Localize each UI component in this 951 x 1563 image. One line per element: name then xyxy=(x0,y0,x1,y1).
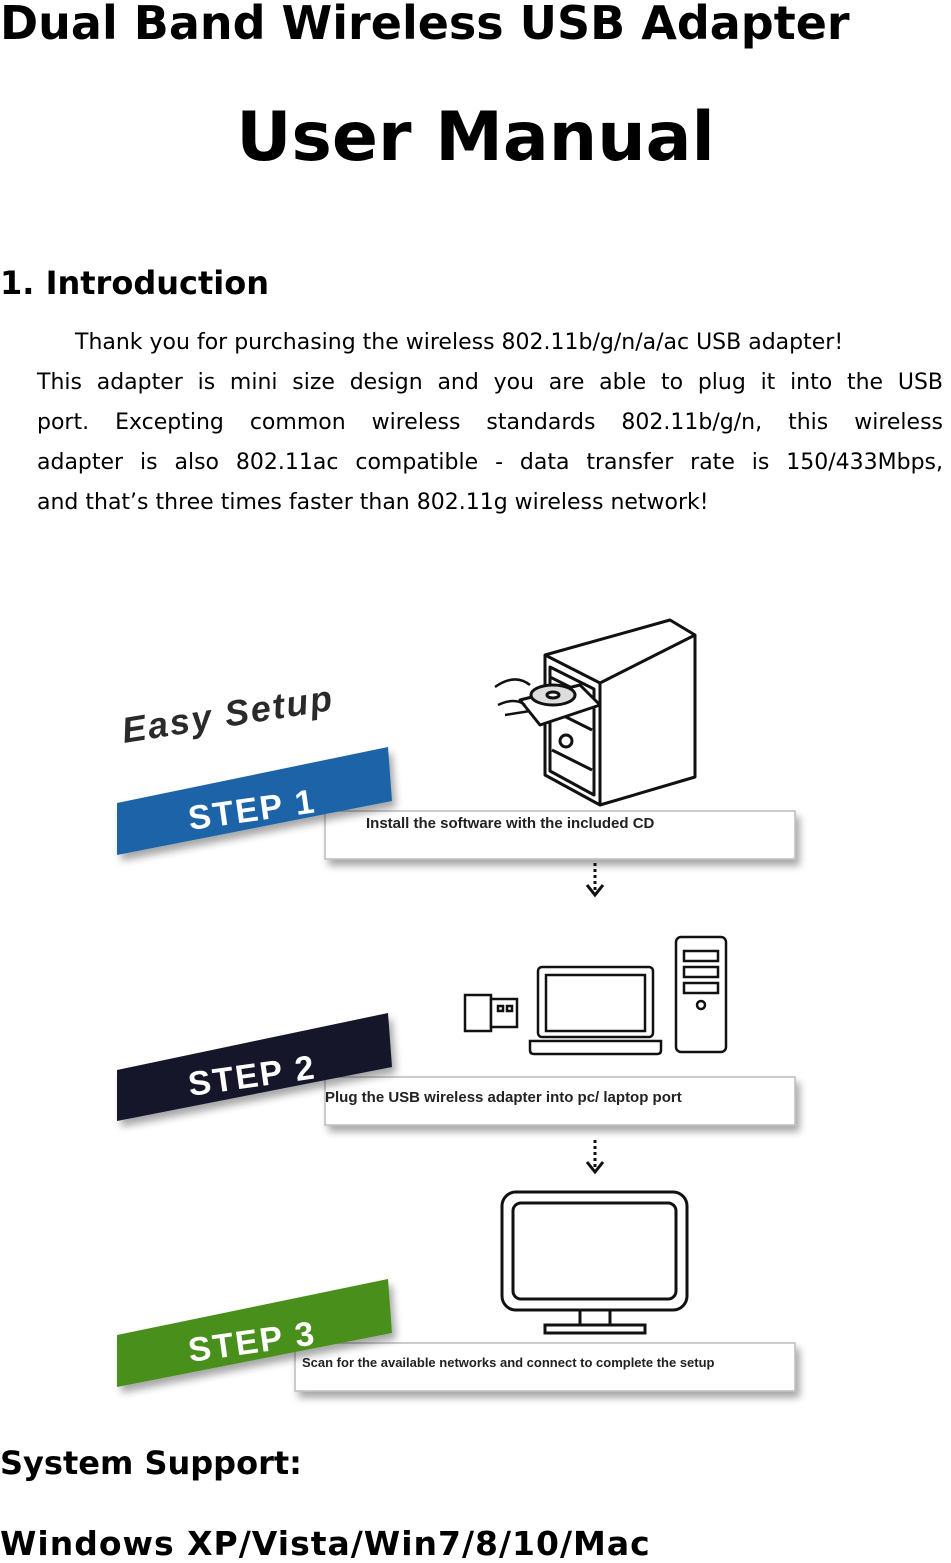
step-2-text: Plug the USB wireless adapter into pc/ l… xyxy=(325,1089,682,1106)
step-1-text: Install the software with the included C… xyxy=(366,815,655,832)
system-support-heading: System Support: xyxy=(0,1444,302,1482)
intro-line: port. Excepting common wireless standard… xyxy=(37,410,943,435)
dotted-arrow-icon xyxy=(585,1140,605,1175)
laptop-icon xyxy=(528,965,663,1056)
desktop-tower-icon xyxy=(674,935,728,1054)
step-2-banner: STEP 2 Plug the USB wireless adapter int… xyxy=(117,1013,796,1126)
introduction-paragraph: Thank you for purchasing the wireless 80… xyxy=(37,323,943,523)
step-3-banner: STEP 3 Scan for the available networks a… xyxy=(117,1279,796,1392)
step-3-text: Scan for the available networks and conn… xyxy=(302,1355,715,1370)
intro-line: Thank you for purchasing the wireless 80… xyxy=(75,330,844,355)
monitor-icon xyxy=(500,1190,689,1335)
computer-tower-cd-icon xyxy=(494,618,697,807)
introduction-heading: 1. Introduction xyxy=(0,264,269,302)
easy-setup-figure: Easy Setup STEP 1 Install the software w… xyxy=(117,618,796,1392)
usb-adapter-icon xyxy=(463,993,519,1033)
dotted-arrow-icon xyxy=(585,863,605,898)
intro-line: and that’s three times faster than 802.1… xyxy=(37,490,709,515)
document-title: Dual Band Wireless USB Adapter xyxy=(0,0,850,50)
supported-os-list: Windows XP/Vista/Win7/8/10/Mac xyxy=(0,1524,651,1563)
user-manual-title: User Manual xyxy=(236,98,715,177)
intro-line: adapter is also 802.11ac compatible - da… xyxy=(37,450,943,475)
intro-line: This adapter is mini size design and you… xyxy=(37,370,943,395)
easy-setup-heading: Easy Setup xyxy=(119,677,337,751)
